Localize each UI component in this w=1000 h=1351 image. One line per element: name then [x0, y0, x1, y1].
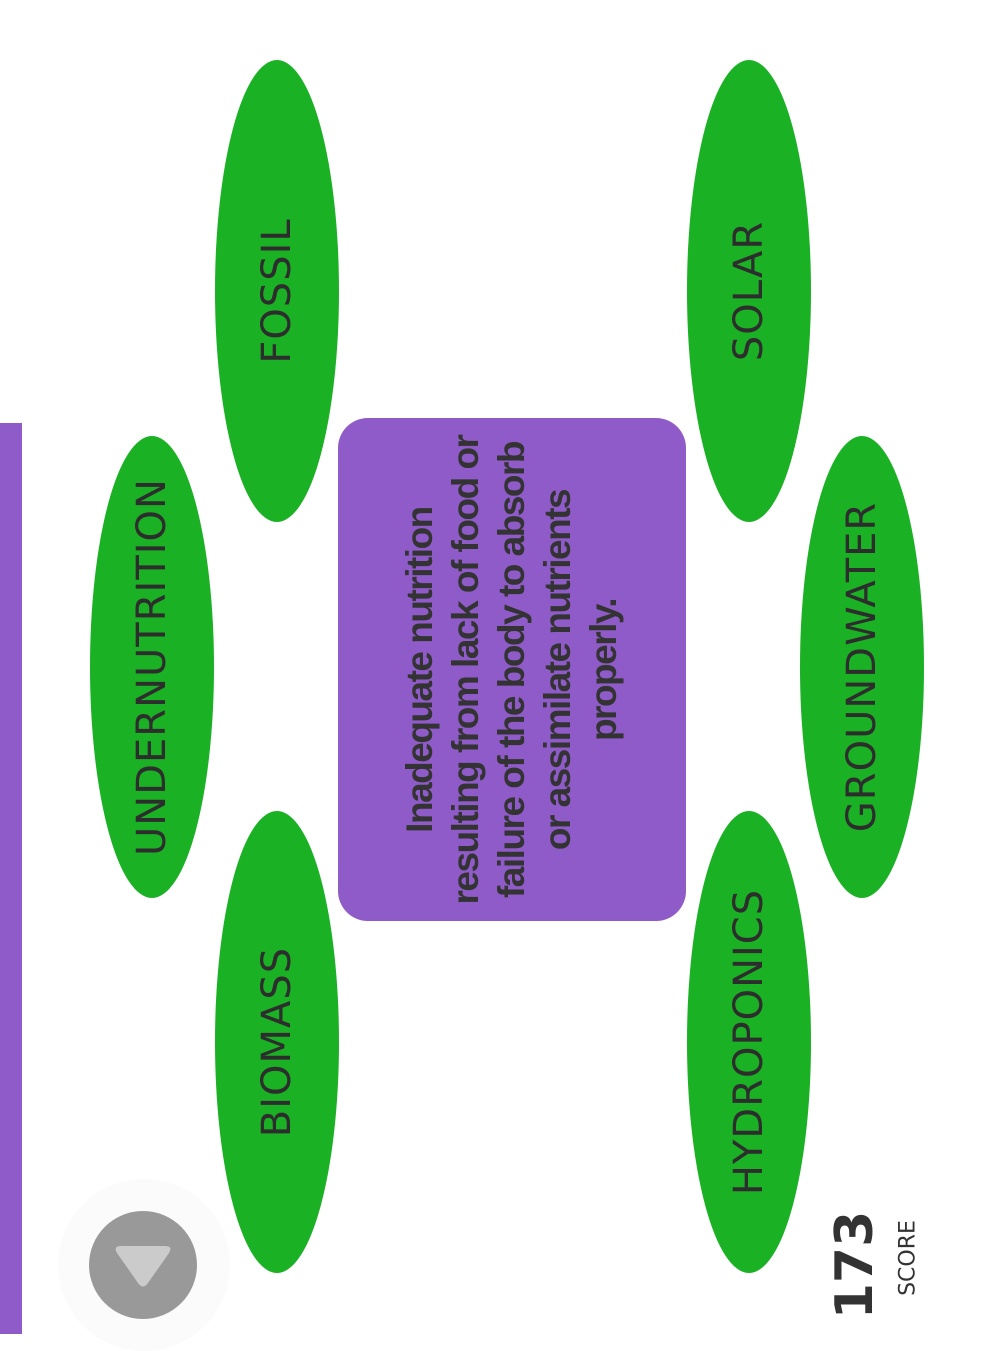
- triangle-down-icon: [115, 1246, 171, 1287]
- score-label-text: SCORE: [895, 1220, 921, 1296]
- option-groundwater[interactable]: GROUNDWATER: [800, 436, 924, 898]
- score-label: SCORE: [893, 1208, 923, 1308]
- option-biomass[interactable]: BIOMASS: [215, 811, 339, 1273]
- option-hydroponics[interactable]: HYDROPONICS: [687, 811, 811, 1273]
- score-value: 173: [825, 1211, 885, 1320]
- definition-text: Inadequate nutrition resulting from lack…: [399, 435, 624, 904]
- option-fossil[interactable]: FOSSIL: [215, 60, 339, 522]
- option-label: HYDROPONICS: [726, 888, 772, 1196]
- option-label: FOSSIL: [254, 218, 300, 364]
- option-solar[interactable]: SOLAR: [687, 60, 811, 522]
- option-undernutrition[interactable]: UNDERNUTRITION: [90, 436, 214, 898]
- progress-bar: [0, 423, 22, 1334]
- next-button[interactable]: [89, 1211, 197, 1319]
- option-label: UNDERNUTRITION: [129, 478, 175, 856]
- option-label: BIOMASS: [254, 946, 300, 1138]
- score-number: 173: [825, 1210, 885, 1320]
- definition-card: Inadequate nutrition resulting from lack…: [338, 418, 686, 921]
- option-label: SOLAR: [726, 220, 772, 362]
- option-label: GROUNDWATER: [839, 501, 885, 833]
